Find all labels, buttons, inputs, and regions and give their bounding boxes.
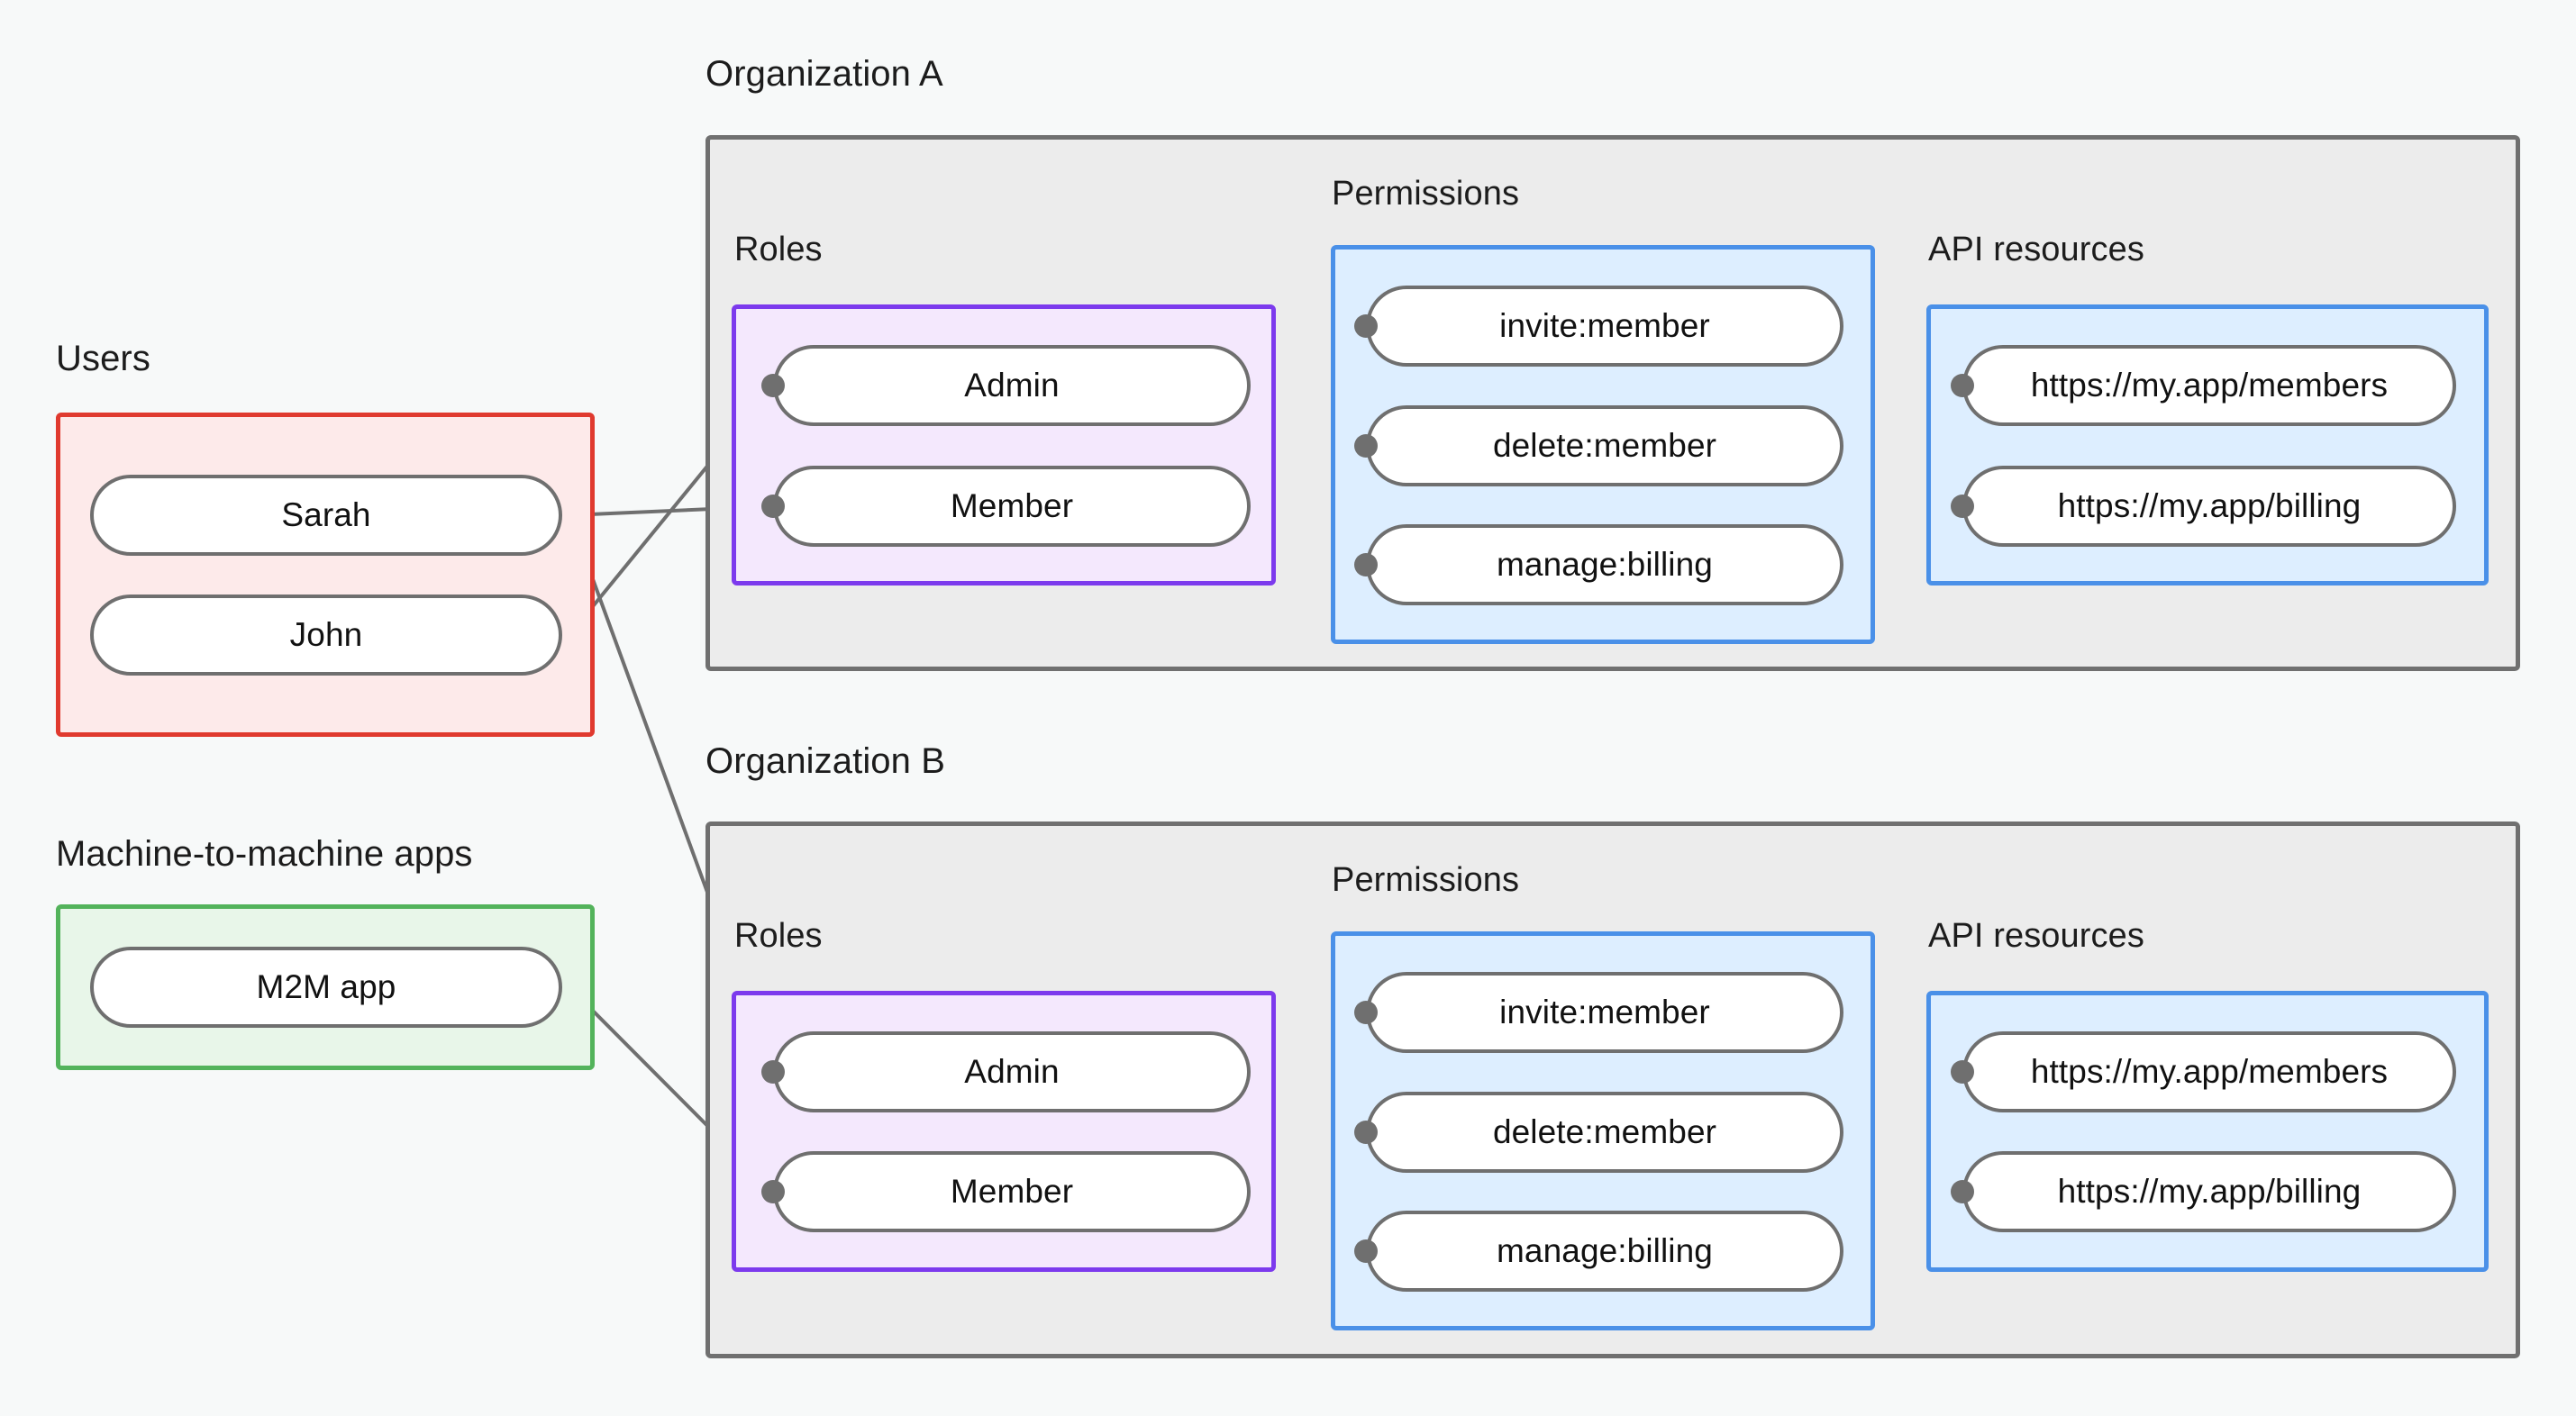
orgB-api-resource-billing[interactable]: https://my.app/billing <box>1962 1151 2456 1232</box>
dot-orgA-member-in <box>761 495 785 518</box>
dot-orgB-invite-in <box>1354 1001 1378 1024</box>
orgA-api-resource-billing[interactable]: https://my.app/billing <box>1962 466 2456 547</box>
orgB-permission-invite-member[interactable]: invite:member <box>1366 972 1843 1053</box>
orgB-permissions-label: Permissions <box>1332 861 1520 899</box>
users-group-label: Users <box>56 339 150 378</box>
orgB-api-resource-members[interactable]: https://my.app/members <box>1962 1031 2456 1112</box>
dot-orgB-member-in <box>761 1180 785 1203</box>
organization-a-label: Organization A <box>705 54 943 94</box>
orgA-permission-manage-billing[interactable]: manage:billing <box>1366 524 1843 605</box>
m2m-node-app[interactable]: M2M app <box>90 947 562 1028</box>
dot-orgA-billing-in <box>1354 553 1378 576</box>
orgB-permission-manage-billing[interactable]: manage:billing <box>1366 1211 1843 1292</box>
orgA-api-resource-members[interactable]: https://my.app/members <box>1962 345 2456 426</box>
dot-orgA-invite-in <box>1354 314 1378 338</box>
orgB-api-resources-label: API resources <box>1928 917 2144 955</box>
orgB-role-admin[interactable]: Admin <box>773 1031 1251 1112</box>
orgA-permissions-label: Permissions <box>1332 175 1520 213</box>
orgA-permission-delete-member[interactable]: delete:member <box>1366 405 1843 486</box>
dot-orgB-billing-res-in <box>1951 1180 1974 1203</box>
dot-orgB-admin-in <box>761 1060 785 1084</box>
orgA-roles-label: Roles <box>734 231 823 268</box>
dot-orgA-admin-in <box>761 374 785 397</box>
dot-orgA-delete-in <box>1354 434 1378 458</box>
users-group-box <box>56 413 595 737</box>
dot-orgA-billing-res-in <box>1951 495 1974 518</box>
dot-orgB-delete-in <box>1354 1121 1378 1144</box>
orgA-permission-invite-member[interactable]: invite:member <box>1366 286 1843 367</box>
user-node-sarah[interactable]: Sarah <box>90 475 562 556</box>
m2m-group-label: Machine-to-machine apps <box>56 834 473 874</box>
orgA-api-resources-label: API resources <box>1928 231 2144 268</box>
orgA-role-admin[interactable]: Admin <box>773 345 1251 426</box>
orgB-roles-label: Roles <box>734 917 823 955</box>
dot-orgB-members-res-in <box>1951 1060 1974 1084</box>
organization-b-label: Organization B <box>705 741 945 781</box>
dot-orgA-members-res-in <box>1951 374 1974 397</box>
orgB-role-member[interactable]: Member <box>773 1151 1251 1232</box>
dot-orgB-billing-in <box>1354 1239 1378 1263</box>
user-node-john[interactable]: John <box>90 595 562 676</box>
orgB-permission-delete-member[interactable]: delete:member <box>1366 1092 1843 1173</box>
orgA-role-member[interactable]: Member <box>773 466 1251 547</box>
